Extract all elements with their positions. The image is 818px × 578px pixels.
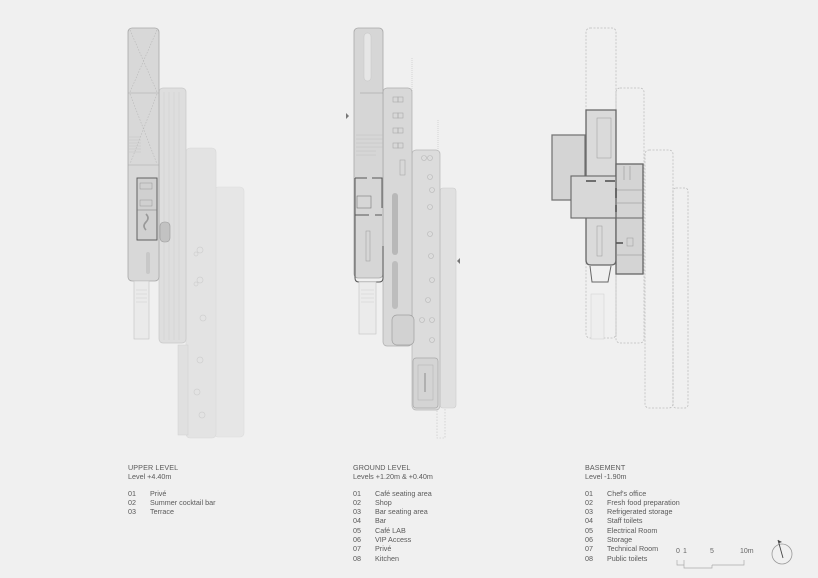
scale-label-1: 1 (683, 548, 687, 555)
scale-bar-graphic (676, 560, 745, 569)
legend-num: 06 (353, 535, 361, 545)
legend-level: Level +4.40m (128, 472, 172, 482)
legend-num: 05 (585, 525, 593, 535)
legend-title: GROUND LEVEL (353, 463, 411, 472)
legend-label: Public toilets (607, 553, 648, 563)
legend-num: 04 (585, 516, 593, 526)
legend-item: 02 Summer cocktail bar (128, 498, 216, 507)
scale-label-5: 5 (710, 548, 714, 555)
scale-label-0: 0 (676, 548, 680, 555)
legend-num: 07 (353, 544, 361, 554)
scale-bar: 0 1 5 10m (676, 548, 756, 570)
legend-num: 06 (585, 535, 593, 545)
legend-num: 02 (585, 497, 593, 507)
legend-label: Terrace (150, 507, 174, 517)
north-arrow-icon (771, 539, 793, 565)
legend-label: Fresh food preparation (607, 497, 680, 507)
legend-num: 01 (128, 488, 136, 498)
legend-item: 06 Storage (585, 535, 680, 544)
legend-num: 03 (585, 507, 593, 517)
legend-num: 05 (353, 525, 361, 535)
legend-label: Shop (375, 497, 392, 507)
legend-label: Café LAB (375, 525, 406, 535)
legend-item: 01 Café seating area (353, 489, 433, 498)
legend-item: 08 Public toilets (585, 554, 680, 563)
legend-title: UPPER LEVEL (128, 463, 179, 472)
legend-num: 07 (585, 544, 593, 554)
legend-upper-level: UPPER LEVEL Level +4.40m 01 Privé 02 Summe… (128, 463, 216, 516)
legend-item: 05 Café LAB (353, 526, 433, 535)
legend-item: 01 Privé (128, 489, 216, 498)
legend-label: Electrical Room (607, 525, 658, 535)
legend-level: Levels +1.20m & +0.40m (353, 472, 433, 482)
legend-label: Staff toilets (607, 516, 643, 526)
legend-title: BASEMENT (585, 463, 626, 472)
legend-item: 07 Technical Room (585, 544, 680, 553)
legend-num: 03 (128, 507, 136, 517)
legend-label: Bar seating area (375, 507, 428, 517)
legend-num: 02 (353, 497, 361, 507)
legend-label: Privé (150, 488, 167, 498)
legend-item: 01 Chef's office (585, 489, 680, 498)
legend-item: 03 Refrigerated storage (585, 507, 680, 516)
legend-item: 07 Privé (353, 544, 433, 553)
legend-num: 08 (353, 553, 361, 563)
legend-item: 04 Bar (353, 516, 433, 525)
legend-num: 01 (353, 488, 361, 498)
legend-label: VIP Access (375, 535, 412, 545)
legend-num: 01 (585, 488, 593, 498)
legend-num: 03 (353, 507, 361, 517)
legend-basement: BASEMENT Level -1.90m 01 Chef's office 02… (585, 463, 680, 563)
legend-item: 02 Shop (353, 498, 433, 507)
legend-label: Summer cocktail bar (150, 497, 216, 507)
legend-num: 04 (353, 516, 361, 526)
ground-level-plan (346, 27, 460, 439)
legend-num: 02 (128, 497, 136, 507)
legend-item: 08 Kitchen (353, 554, 433, 563)
legend-label: Kitchen (375, 553, 399, 563)
legend-item: 03 Bar seating area (353, 507, 433, 516)
legend-num: 08 (585, 553, 593, 563)
legend-item: 06 VIP Access (353, 535, 433, 544)
legend-label: Storage (607, 535, 633, 545)
upper-level-plan (127, 27, 245, 439)
legend-label: Privé (375, 544, 392, 554)
legend-label: Technical Room (607, 544, 659, 554)
legend-label: Bar (375, 516, 387, 526)
scale-label-10m: 10m (740, 548, 754, 555)
legend-item: 04 Staff toilets (585, 516, 680, 525)
floor-plans-drawing (127, 27, 689, 439)
legend-label: Refrigerated storage (607, 507, 673, 517)
legend-item: 03 Terrace (128, 507, 216, 516)
basement-plan (551, 27, 689, 409)
legend-label: Café seating area (375, 488, 432, 498)
legend-label: Chef's office (607, 488, 647, 498)
legend-item: 02 Fresh food preparation (585, 498, 680, 507)
legend-level: Level -1.90m (585, 472, 627, 482)
legend-item: 05 Electrical Room (585, 526, 680, 535)
